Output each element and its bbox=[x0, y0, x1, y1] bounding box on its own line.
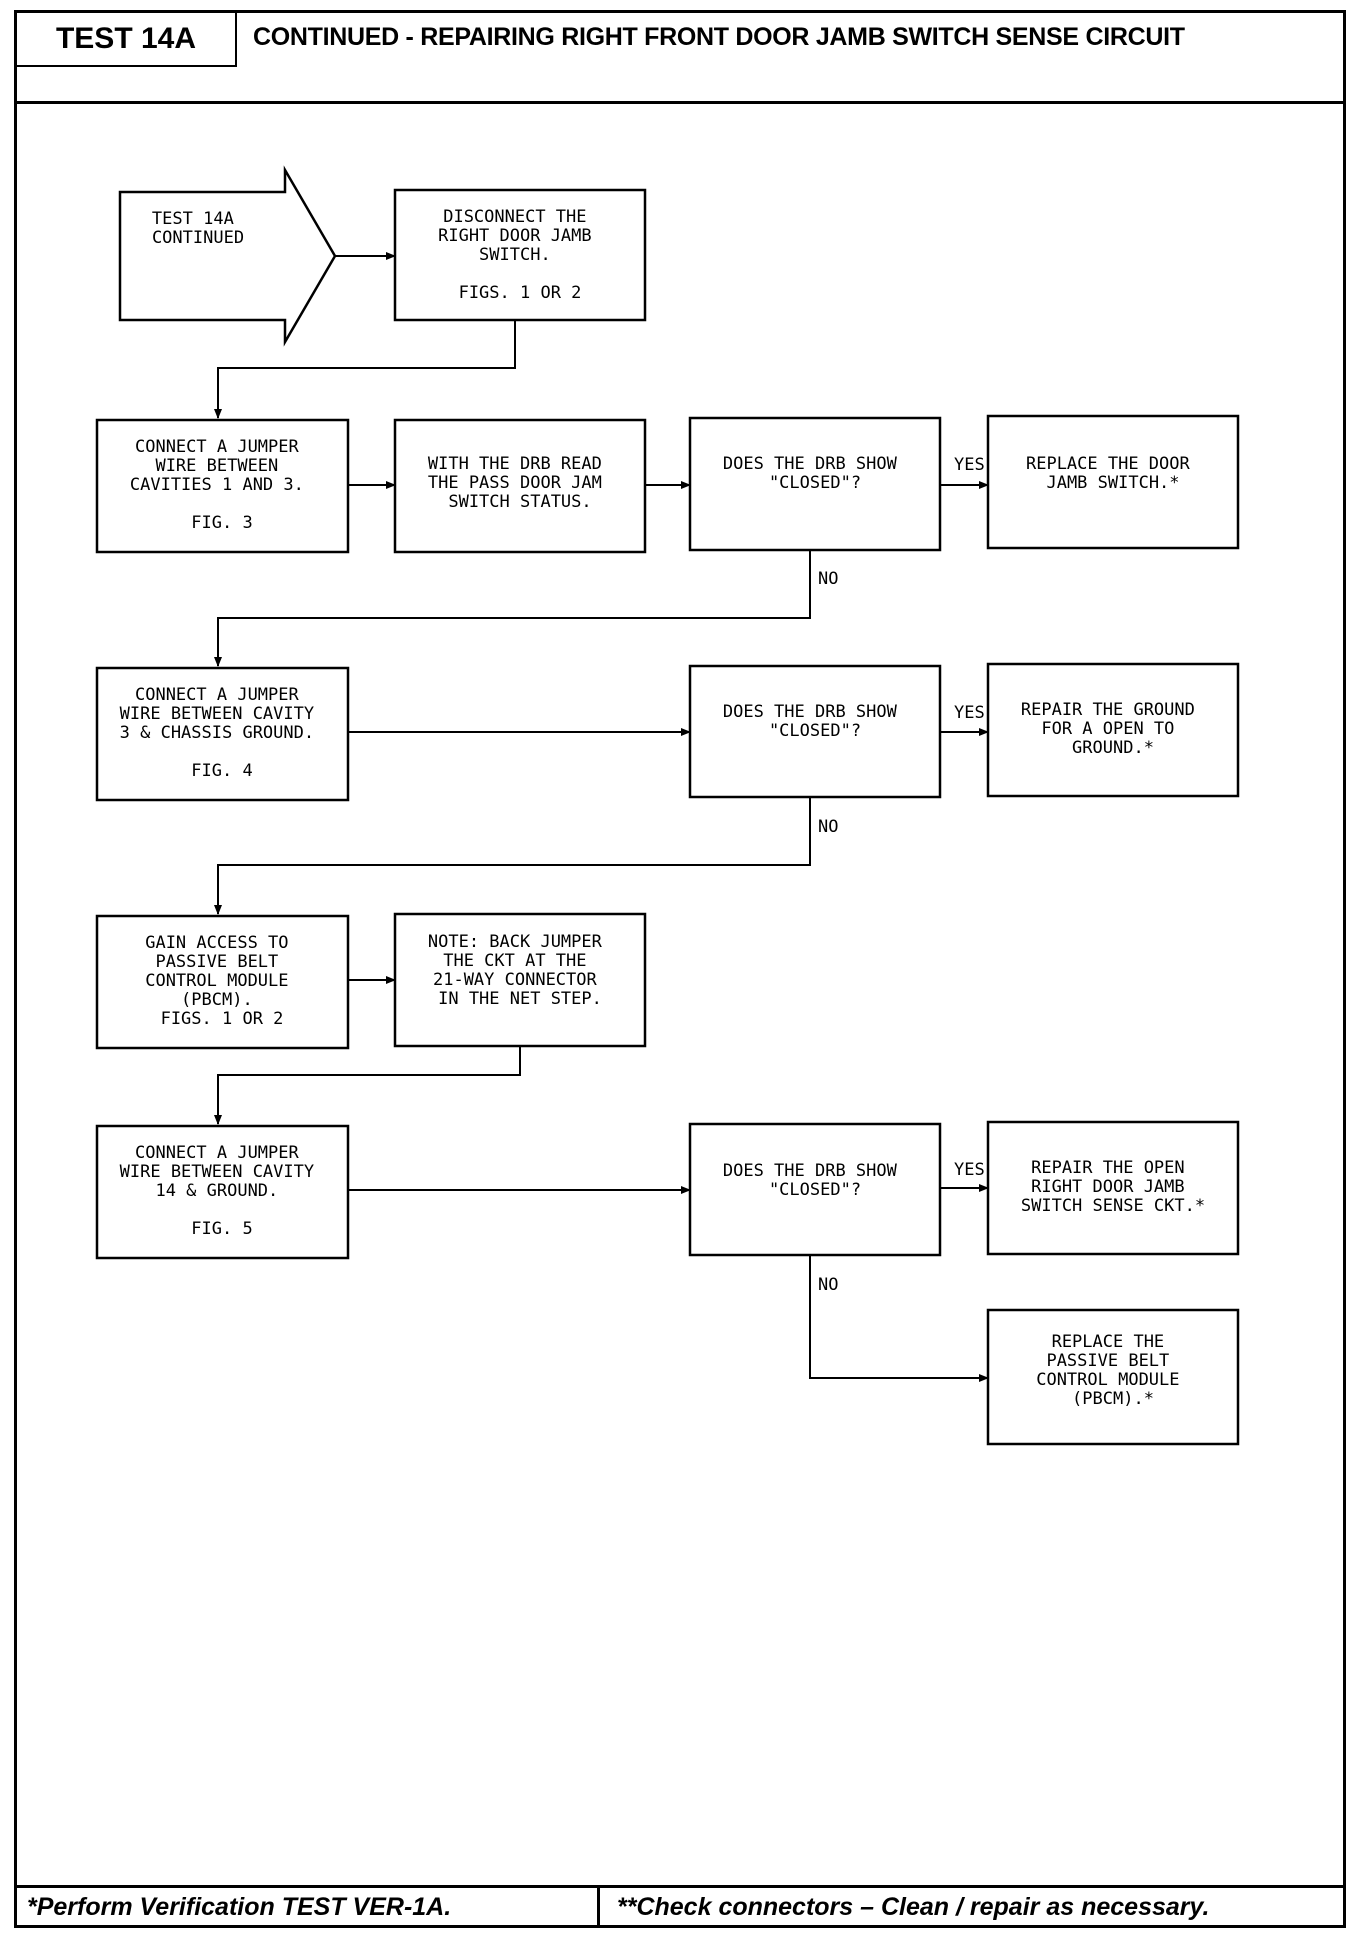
repair-ground-box bbox=[986, 662, 1240, 798]
jumper-cavity-3-ground-box bbox=[95, 666, 350, 802]
question-box-3 bbox=[688, 1122, 942, 1257]
repair-ground-text: REPAIR THE GROUND FOR A OPEN TO GROUND.* bbox=[1021, 700, 1205, 758]
footer-connector-note: **Check connectors – Clean / repair as n… bbox=[617, 1893, 1210, 1921]
footer-verification-note: *Perform Verification TEST VER-1A. bbox=[27, 1893, 452, 1921]
test-number: TEST 14A bbox=[17, 13, 237, 67]
repair-open-circuit-box bbox=[986, 1120, 1240, 1256]
no-label: NO bbox=[818, 569, 838, 589]
question-text-1: DOES THE DRB SHOW "CLOSED"? bbox=[723, 454, 907, 493]
no-label: NO bbox=[818, 817, 838, 837]
jumper-cavities-1-3-text: CONNECT A JUMPER WIRE BETWEEN CAVITIES 1… bbox=[130, 437, 314, 533]
gain-access-pbcm-box bbox=[95, 914, 350, 1050]
jumper-cavity-14-ground-text: CONNECT A JUMPER WIRE BETWEEN CAVITY 14 … bbox=[120, 1143, 325, 1239]
replace-pbcm-text: REPLACE THE PASSIVE BELT CONTROL MODULE … bbox=[1036, 1332, 1190, 1409]
no-label: NO bbox=[818, 1275, 838, 1295]
replace-pbcm-box bbox=[986, 1308, 1240, 1446]
jumper-cavity-14-ground-box bbox=[95, 1124, 350, 1260]
header-divider bbox=[17, 101, 1343, 104]
repair-open-circuit-text: REPAIR THE OPEN RIGHT DOOR JAMB SWITCH S… bbox=[1021, 1158, 1205, 1216]
replace-door-jamb-switch-text: REPLACE THE DOOR JAMB SWITCH.* bbox=[1026, 454, 1200, 493]
read-switch-status-box bbox=[393, 418, 647, 554]
yes-label: YES bbox=[954, 1160, 985, 1180]
jumper-cavity-3-ground-text: CONNECT A JUMPER WIRE BETWEEN CAVITY 3 &… bbox=[120, 685, 325, 781]
question-text-2: DOES THE DRB SHOW "CLOSED"? bbox=[723, 702, 907, 741]
start-arrow-text: TEST 14A CONTINUED bbox=[152, 209, 244, 248]
replace-door-jamb-switch-box bbox=[986, 414, 1240, 550]
note-back-jumper-text: NOTE: BACK JUMPER THE CKT AT THE 21-WAY … bbox=[428, 932, 612, 1009]
flow-connectors bbox=[214, 252, 989, 1382]
start-arrow-shape bbox=[118, 165, 337, 347]
disconnect-switch-box bbox=[393, 188, 647, 322]
yes-label: YES bbox=[954, 703, 985, 723]
note-back-jumper-box bbox=[393, 912, 647, 1048]
question-box-1 bbox=[688, 416, 942, 552]
gain-access-pbcm-text: GAIN ACCESS TO PASSIVE BELT CONTROL MODU… bbox=[145, 933, 299, 1029]
question-box-2 bbox=[688, 664, 942, 799]
yes-label: YES bbox=[954, 455, 985, 475]
footer-divider bbox=[17, 1885, 1343, 1888]
disconnect-switch-text: DISCONNECT THE RIGHT DOOR JAMB SWITCH. F… bbox=[438, 207, 602, 303]
footer-column-divider bbox=[597, 1885, 600, 1925]
question-text-3: DOES THE DRB SHOW "CLOSED"? bbox=[723, 1161, 907, 1200]
jumper-cavities-1-3-box bbox=[95, 418, 350, 554]
page-title: CONTINUED - REPAIRING RIGHT FRONT DOOR J… bbox=[253, 23, 1185, 51]
read-switch-status-text: WITH THE DRB READ THE PASS DOOR JAM SWIT… bbox=[428, 454, 612, 512]
